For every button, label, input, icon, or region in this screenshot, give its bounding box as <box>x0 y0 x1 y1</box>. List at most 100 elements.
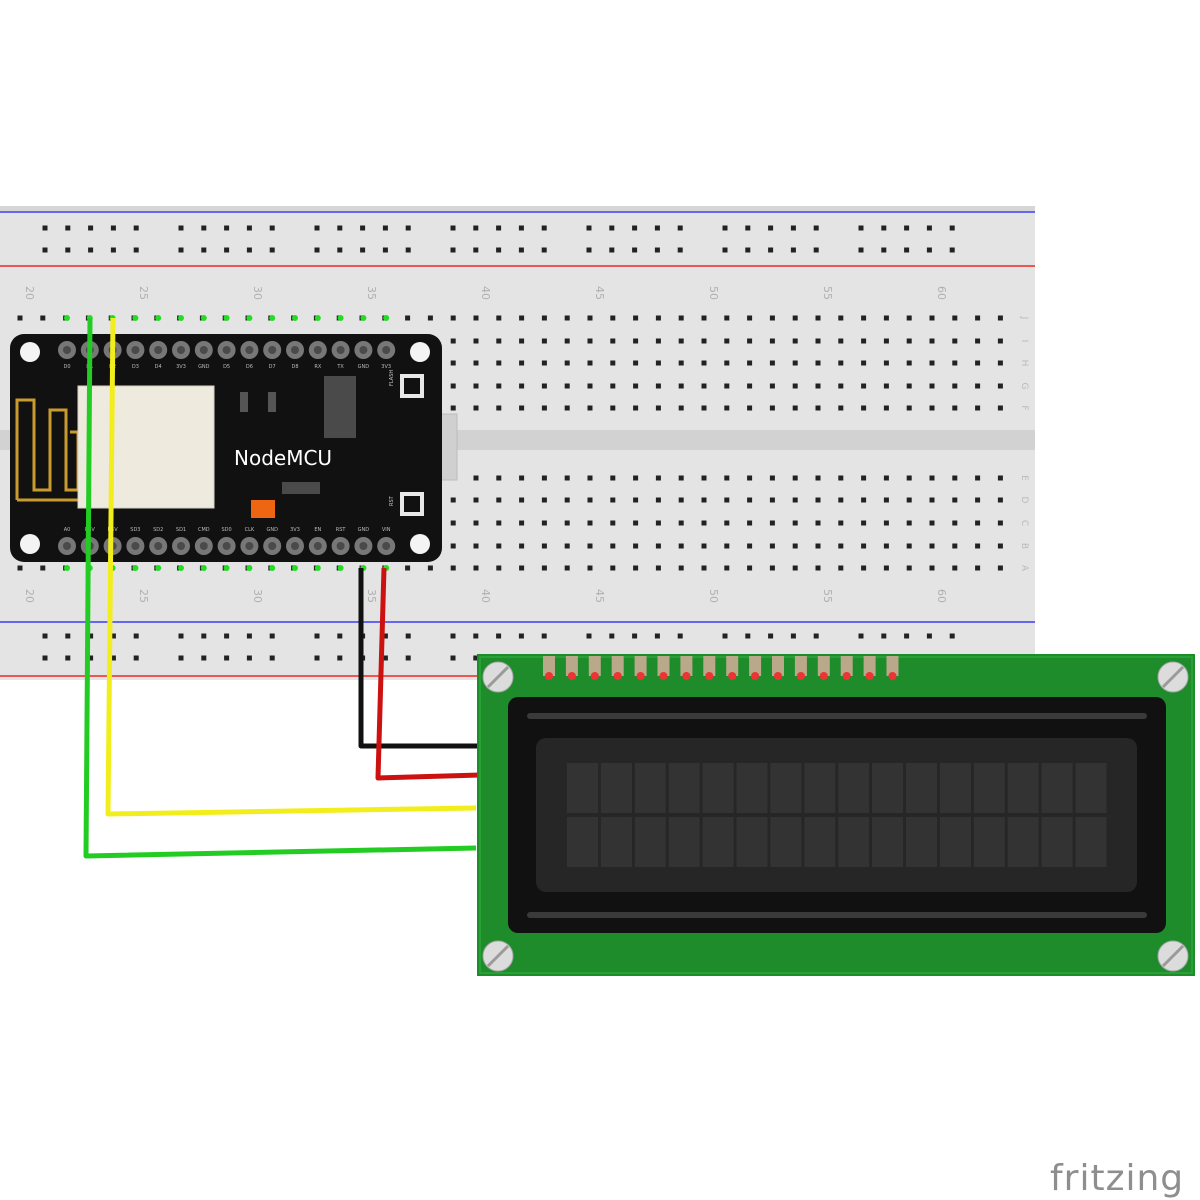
header-pin-center <box>199 346 208 354</box>
grid-hole <box>929 383 935 389</box>
rail-hole <box>722 633 728 639</box>
lcd-pin <box>772 656 784 676</box>
rail-hole <box>201 655 207 661</box>
grid-hole <box>701 475 707 481</box>
rail-hole <box>541 247 547 253</box>
rail-hole <box>677 633 683 639</box>
grid-hole <box>769 543 775 549</box>
grid-hole <box>564 475 570 481</box>
lcd-char-cell <box>770 817 802 867</box>
column-number: 50 <box>707 286 720 300</box>
grid-hole <box>747 315 753 321</box>
pin-label: D7 <box>269 364 276 370</box>
grid-hole <box>587 520 593 526</box>
rail-hole <box>246 655 252 661</box>
rail-hole <box>337 247 343 253</box>
lcd-pin-contact <box>590 672 599 680</box>
lcd-pin-contact <box>545 672 553 680</box>
rail-hole <box>201 225 207 231</box>
grid-hole <box>633 338 639 344</box>
grid-hole <box>997 520 1003 526</box>
column-number: 55 <box>821 286 834 300</box>
rail-hole <box>881 247 887 253</box>
rail-hole <box>473 655 479 661</box>
rail-hole <box>813 225 819 231</box>
lcd-pin-contact <box>888 672 897 680</box>
connected-hole <box>269 565 276 571</box>
rail-hole <box>88 655 94 661</box>
pin-label: D0 <box>63 364 70 370</box>
rail-hole <box>632 633 638 639</box>
grid-hole <box>883 497 889 503</box>
usb-serial-chip <box>282 482 320 494</box>
grid-hole <box>564 405 570 411</box>
esp-module-shield <box>77 385 215 509</box>
rail-hole <box>518 247 524 253</box>
lcd-char-cell <box>668 817 700 867</box>
grid-hole <box>975 405 981 411</box>
grid-hole <box>747 475 753 481</box>
grid-hole <box>906 338 912 344</box>
lcd-pin-contact <box>567 672 576 680</box>
column-number: 35 <box>365 286 378 300</box>
pin-label: GND <box>358 527 370 533</box>
grid-hole <box>496 405 502 411</box>
rail-hole <box>790 225 796 231</box>
rail-hole <box>768 247 774 253</box>
lcd-char-cell <box>1007 763 1039 813</box>
header-pin-center <box>336 542 345 550</box>
rail-hole <box>904 225 910 231</box>
rail-hole <box>949 247 955 253</box>
grid-hole <box>975 475 981 481</box>
grid-hole <box>519 360 525 366</box>
screw-slot <box>486 944 510 968</box>
rail-hole <box>541 225 547 231</box>
connected-hole <box>337 315 344 321</box>
grid-hole <box>450 315 456 321</box>
grid-hole <box>519 520 525 526</box>
grid-hole <box>747 497 753 503</box>
grid-hole <box>952 315 958 321</box>
grid-hole <box>861 383 867 389</box>
lcd-char-cell <box>1007 817 1039 867</box>
rail-hole <box>496 225 502 231</box>
lcd-char-cell <box>1075 763 1107 813</box>
column-number: 20 <box>23 286 36 300</box>
grid-hole <box>952 360 958 366</box>
mounting-hole-icon <box>20 534 40 554</box>
grid-hole <box>883 565 889 571</box>
grid-hole <box>906 405 912 411</box>
grid-hole <box>541 383 547 389</box>
rail-hole <box>405 655 411 661</box>
rail-hole <box>110 633 116 639</box>
grid-hole <box>724 475 730 481</box>
wire-red <box>375 567 481 781</box>
grid-hole <box>450 520 456 526</box>
lcd-char-cell <box>939 763 971 813</box>
grid-hole <box>838 520 844 526</box>
pin-label: D4 <box>155 364 162 370</box>
pin-label: 3V3 <box>176 364 186 370</box>
grid-hole <box>929 565 935 571</box>
connected-hole <box>155 565 162 571</box>
rail-hole <box>654 225 660 231</box>
grid-hole <box>701 543 707 549</box>
rail-hole <box>224 225 230 231</box>
pin-label: CLK <box>245 527 255 533</box>
grid-hole <box>678 405 684 411</box>
pin-label: VIN <box>382 527 391 533</box>
grid-hole <box>929 520 935 526</box>
rail-hole <box>677 225 683 231</box>
lcd-char-cell <box>634 763 666 813</box>
grid-hole <box>701 315 707 321</box>
header-pin-center <box>177 346 185 354</box>
lcd-pin-contact <box>636 672 645 680</box>
nodemcu-header-pins <box>58 341 396 555</box>
grid-hole <box>724 383 730 389</box>
grid-hole <box>792 360 798 366</box>
grid-hole <box>587 360 593 366</box>
grid-hole <box>587 405 593 411</box>
pin-label: 3V3 <box>381 364 391 370</box>
lcd-pin-contact <box>865 672 874 680</box>
column-number: 20 <box>23 589 36 603</box>
